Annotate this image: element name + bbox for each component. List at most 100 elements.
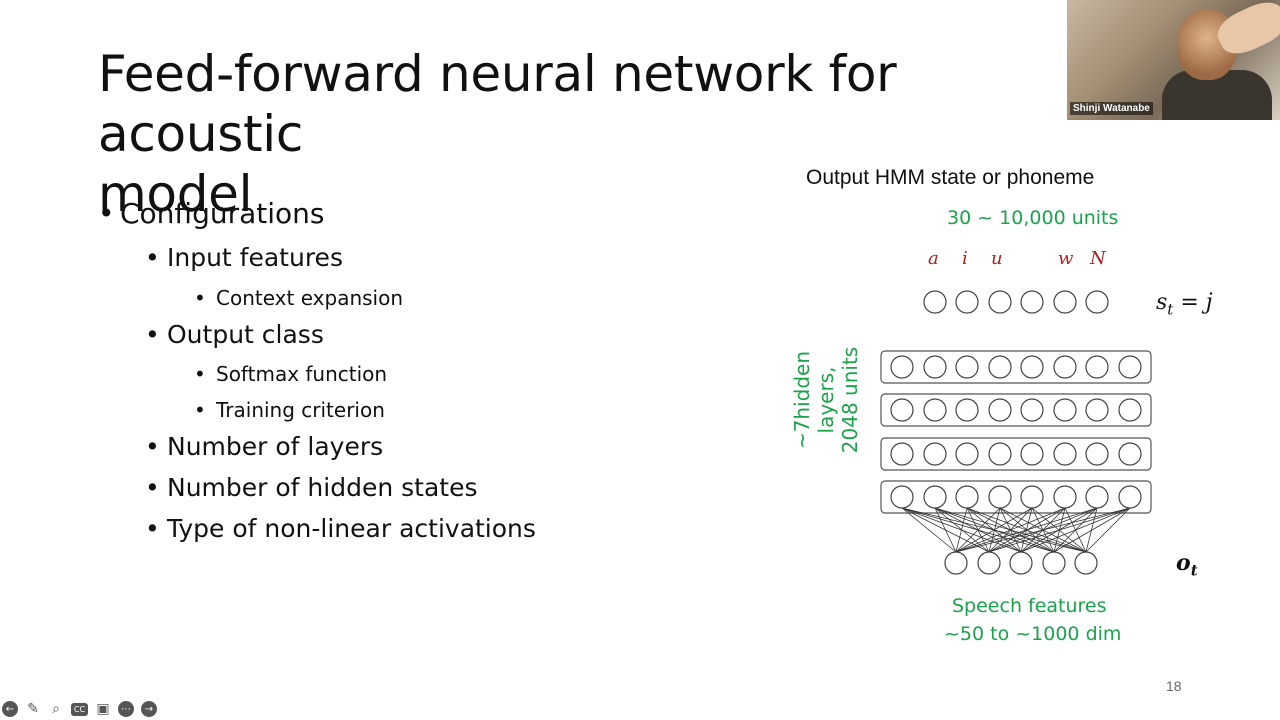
connection-line	[901, 507, 990, 553]
input-label-line-1: Speech features	[952, 595, 1107, 617]
hidden-node	[890, 442, 914, 466]
bullet-item: •Context expansion	[194, 286, 404, 310]
connection-line	[934, 507, 1055, 553]
hidden-node	[1020, 355, 1044, 379]
connection-line	[966, 507, 1087, 553]
hidden-node	[955, 485, 979, 509]
hidden-node	[1118, 398, 1142, 422]
phoneme-label: a	[928, 248, 939, 269]
hidden-layer-box	[880, 480, 1152, 514]
connection-line	[1020, 507, 1131, 553]
connection-line	[1085, 507, 1098, 553]
state-equation: st = j	[1156, 290, 1213, 319]
back-arrow-icon[interactable]: ←	[2, 701, 18, 717]
output-label: Output HMM state or phoneme	[806, 166, 1095, 189]
hidden-layer-box	[880, 393, 1152, 427]
connection-line	[934, 507, 1087, 553]
slide-title: Feed-forward neural network for acoustic…	[98, 44, 1098, 224]
connection-line	[955, 507, 968, 553]
zoom-icon[interactable]: ⌕	[52, 701, 60, 717]
captions-icon[interactable]: CC	[71, 702, 88, 716]
pen-icon[interactable]: ✎	[27, 701, 39, 717]
connection-line	[1020, 507, 1098, 553]
hidden-node	[1020, 442, 1044, 466]
hidden-node	[1053, 485, 1077, 509]
slide-title-line-2: model	[98, 165, 253, 223]
hidden-node	[923, 442, 947, 466]
output-node	[1053, 290, 1077, 314]
connection-line	[999, 507, 1087, 553]
hidden-layer-box	[880, 437, 1152, 471]
connection-line	[1031, 507, 1087, 553]
connection-line	[934, 507, 957, 553]
input-node	[1042, 551, 1066, 575]
hidden-node	[955, 355, 979, 379]
connection-line	[1085, 507, 1131, 553]
connection-line	[988, 507, 1001, 553]
hidden-node	[955, 398, 979, 422]
connection-line	[955, 507, 1098, 553]
connection-line	[966, 507, 1022, 553]
connection-line	[901, 507, 1022, 553]
output-node	[1020, 290, 1044, 314]
hidden-node	[890, 355, 914, 379]
bullet-item: •Configurations	[98, 197, 325, 230]
page-number: 18	[1166, 678, 1182, 694]
phoneme-label: i	[962, 248, 968, 269]
webcam-video[interactable]: Shinji Watanabe	[1067, 0, 1280, 120]
presentation-toolbar: ← ✎ ⌕ CC ▣ ⋯ →	[2, 700, 157, 718]
connection-line	[999, 507, 1055, 553]
phoneme-label: u	[991, 248, 1003, 269]
phoneme-label: w	[1058, 248, 1074, 269]
video-off-icon[interactable]: ▣	[96, 701, 110, 717]
output-node	[1085, 290, 1109, 314]
hidden-node	[1053, 398, 1077, 422]
hidden-node	[1118, 442, 1142, 466]
connection-line	[1020, 507, 1066, 553]
bullet-item: •Number of hidden states	[145, 473, 478, 502]
slide-title-line-1: Feed-forward neural network for acoustic	[98, 45, 897, 163]
hidden-node	[1085, 442, 1109, 466]
bullet-item: •Input features	[145, 243, 343, 272]
input-node	[1009, 551, 1033, 575]
connection-line	[999, 507, 1022, 553]
connection-line	[988, 507, 1098, 553]
hidden-node	[923, 398, 947, 422]
hidden-node	[1118, 355, 1142, 379]
hidden-node	[890, 398, 914, 422]
hidden-node	[1118, 485, 1142, 509]
output-node	[988, 290, 1012, 314]
webcam-name-label: Shinji Watanabe	[1070, 102, 1153, 115]
connection-line	[988, 507, 1131, 553]
connection-line	[966, 507, 1055, 553]
hidden-node	[988, 442, 1012, 466]
connection-line	[1053, 507, 1098, 553]
connection-line	[955, 507, 1131, 553]
bullet-item: •Output class	[145, 320, 324, 349]
connection-line	[1053, 507, 1131, 553]
hidden-node	[1020, 398, 1044, 422]
forward-arrow-icon[interactable]: →	[141, 701, 157, 717]
connection-line	[901, 507, 1055, 553]
hidden-node	[955, 442, 979, 466]
input-node	[977, 551, 1001, 575]
connection-line	[901, 507, 1087, 553]
connection-line	[1020, 507, 1033, 553]
hidden-node	[1020, 485, 1044, 509]
input-label-line-2: ~50 to ~1000 dim	[944, 623, 1122, 645]
hidden-node	[1085, 485, 1109, 509]
connection-line	[1053, 507, 1066, 553]
hidden-layers-label: ~7hidden layers, 2048 units	[790, 346, 862, 454]
hidden-node	[1085, 355, 1109, 379]
connection-line	[966, 507, 990, 553]
observation-symbol: ot	[1176, 550, 1198, 580]
phoneme-label: N	[1090, 248, 1106, 269]
connection-line	[1031, 507, 1055, 553]
connection-line	[955, 507, 1066, 553]
bullet-item: •Number of layers	[145, 432, 384, 461]
bullet-item: •Training criterion	[194, 398, 385, 422]
more-icon[interactable]: ⋯	[118, 701, 134, 717]
connection-line	[955, 507, 1001, 553]
hidden-layer-box	[880, 350, 1152, 384]
connection-line	[988, 507, 1033, 553]
